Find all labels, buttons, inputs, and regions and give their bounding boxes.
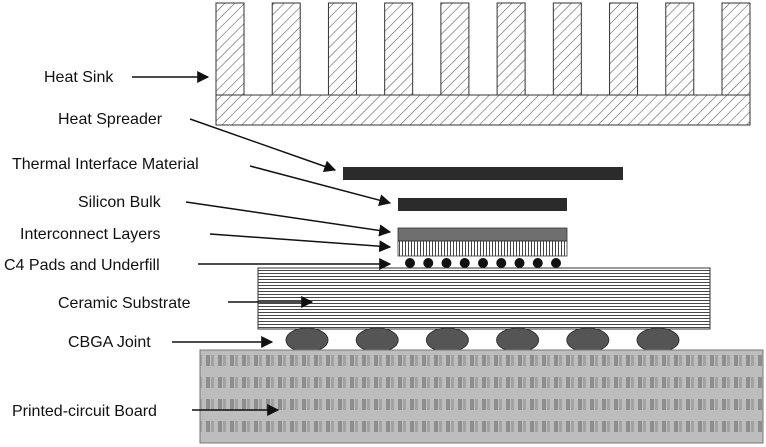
arrow-interconnect-layers [209, 233, 392, 253]
heat-sink-fin [384, 2, 414, 96]
cbga-joint [636, 327, 680, 353]
cbga-joint [496, 327, 540, 353]
c4-pad [441, 258, 452, 268]
c4-pads [405, 258, 561, 268]
silicon-bulk [397, 227, 568, 242]
arrow-silicon-bulk [185, 201, 392, 237]
heat-sink-fin [496, 2, 526, 96]
heat-sink-fins [215, 2, 751, 96]
cbga-joint [425, 327, 469, 353]
c4-pad [532, 258, 543, 268]
label-printed-circuit-board: Printed-circuit Board [12, 403, 157, 420]
arrow-thermal-interface-material [249, 165, 392, 207]
cbga-joint [566, 327, 610, 353]
label-c4-pads-and-underfill: C4 Pads and Underfill [4, 257, 160, 274]
cbga-joint [355, 327, 399, 353]
ceramic-substrate [257, 267, 711, 330]
c4-pad [478, 258, 488, 268]
heat-sink-fin [721, 2, 751, 96]
arrow-heat-spreader [189, 118, 337, 173]
cbga-joint [285, 327, 329, 353]
heat-sink-fin [327, 2, 357, 96]
label-thermal-interface-material: Thermal Interface Material [12, 156, 199, 173]
label-silicon-bulk: Silicon Bulk [78, 194, 162, 211]
interconnect-layers [397, 240, 568, 257]
heat-spreader [343, 167, 623, 180]
die-stack [397, 227, 568, 257]
label-interconnect-layers: Interconnect Layers [20, 226, 161, 243]
heat-sink-fin [609, 2, 639, 96]
label-cbga-joint: CBGA Joint [68, 334, 151, 351]
heat-sink [215, 2, 751, 126]
c4-pad [496, 258, 507, 268]
c4-pad [423, 258, 434, 268]
heat-sink-fin [665, 2, 695, 96]
heat-sink-fin [440, 2, 470, 96]
label-heat-spreader: Heat Spreader [58, 111, 163, 128]
label-ceramic-substrate: Ceramic Substrate [58, 295, 191, 312]
printed-circuit-board [199, 349, 764, 444]
heat-sink-fin [552, 2, 582, 96]
c4-pad [405, 258, 415, 268]
thermal-interface-material [398, 198, 567, 211]
heat-sink-fin [215, 2, 245, 96]
heat-sink-base [215, 94, 751, 126]
c4-pad [551, 258, 561, 268]
heat-sink-fin [271, 2, 301, 96]
cbga-joints [285, 327, 680, 353]
c4-pad [514, 258, 525, 268]
c4-pad [459, 258, 470, 268]
label-heat-sink: Heat Sink [44, 69, 114, 86]
